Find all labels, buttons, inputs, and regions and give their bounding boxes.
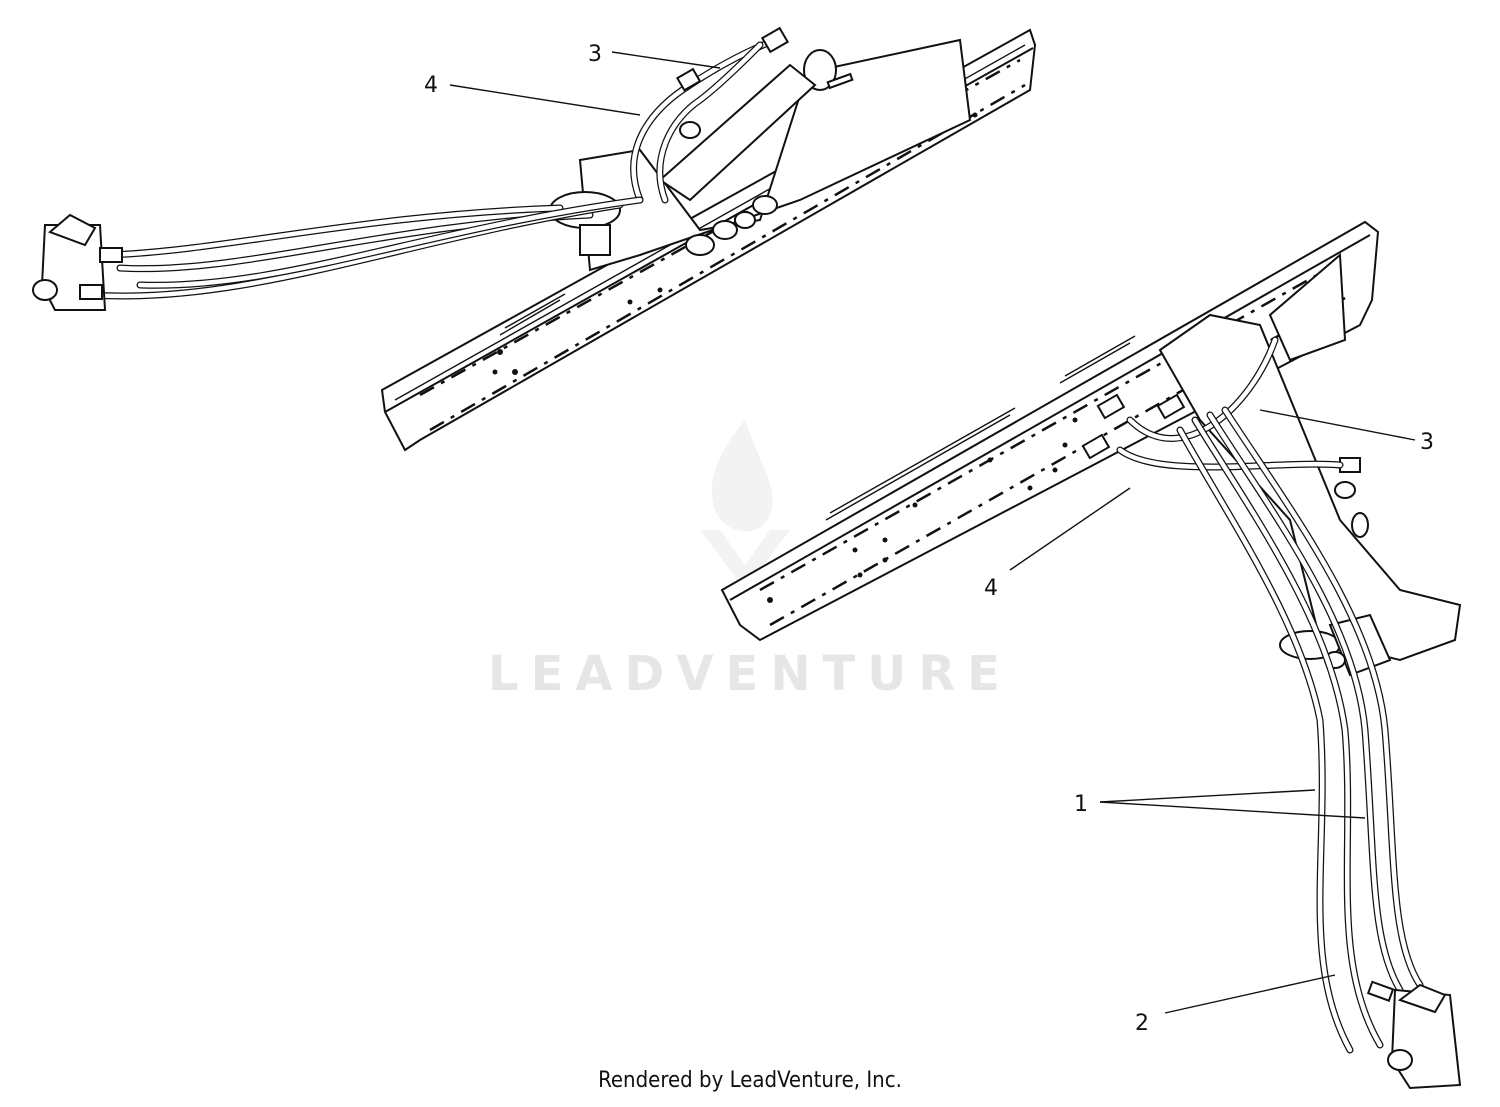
callout-leaders	[449, 51, 1416, 1014]
render-credit: Rendered by LeadVenture, Inc.	[598, 1068, 902, 1093]
upper-boom-assembly	[32, 26, 1037, 452]
callout-2: 2	[1135, 1011, 1149, 1036]
callout-3-top: 3	[588, 42, 602, 67]
lower-boom-assembly	[720, 220, 1462, 1090]
callout-3-right: 3	[1420, 430, 1434, 455]
watermark-text: LEADVENTURE	[488, 646, 1012, 702]
callout-1: 1	[1074, 792, 1088, 817]
leadventure-watermark-logo	[700, 420, 790, 590]
callout-4-mid: 4	[984, 576, 998, 601]
callout-4-top: 4	[424, 73, 438, 98]
